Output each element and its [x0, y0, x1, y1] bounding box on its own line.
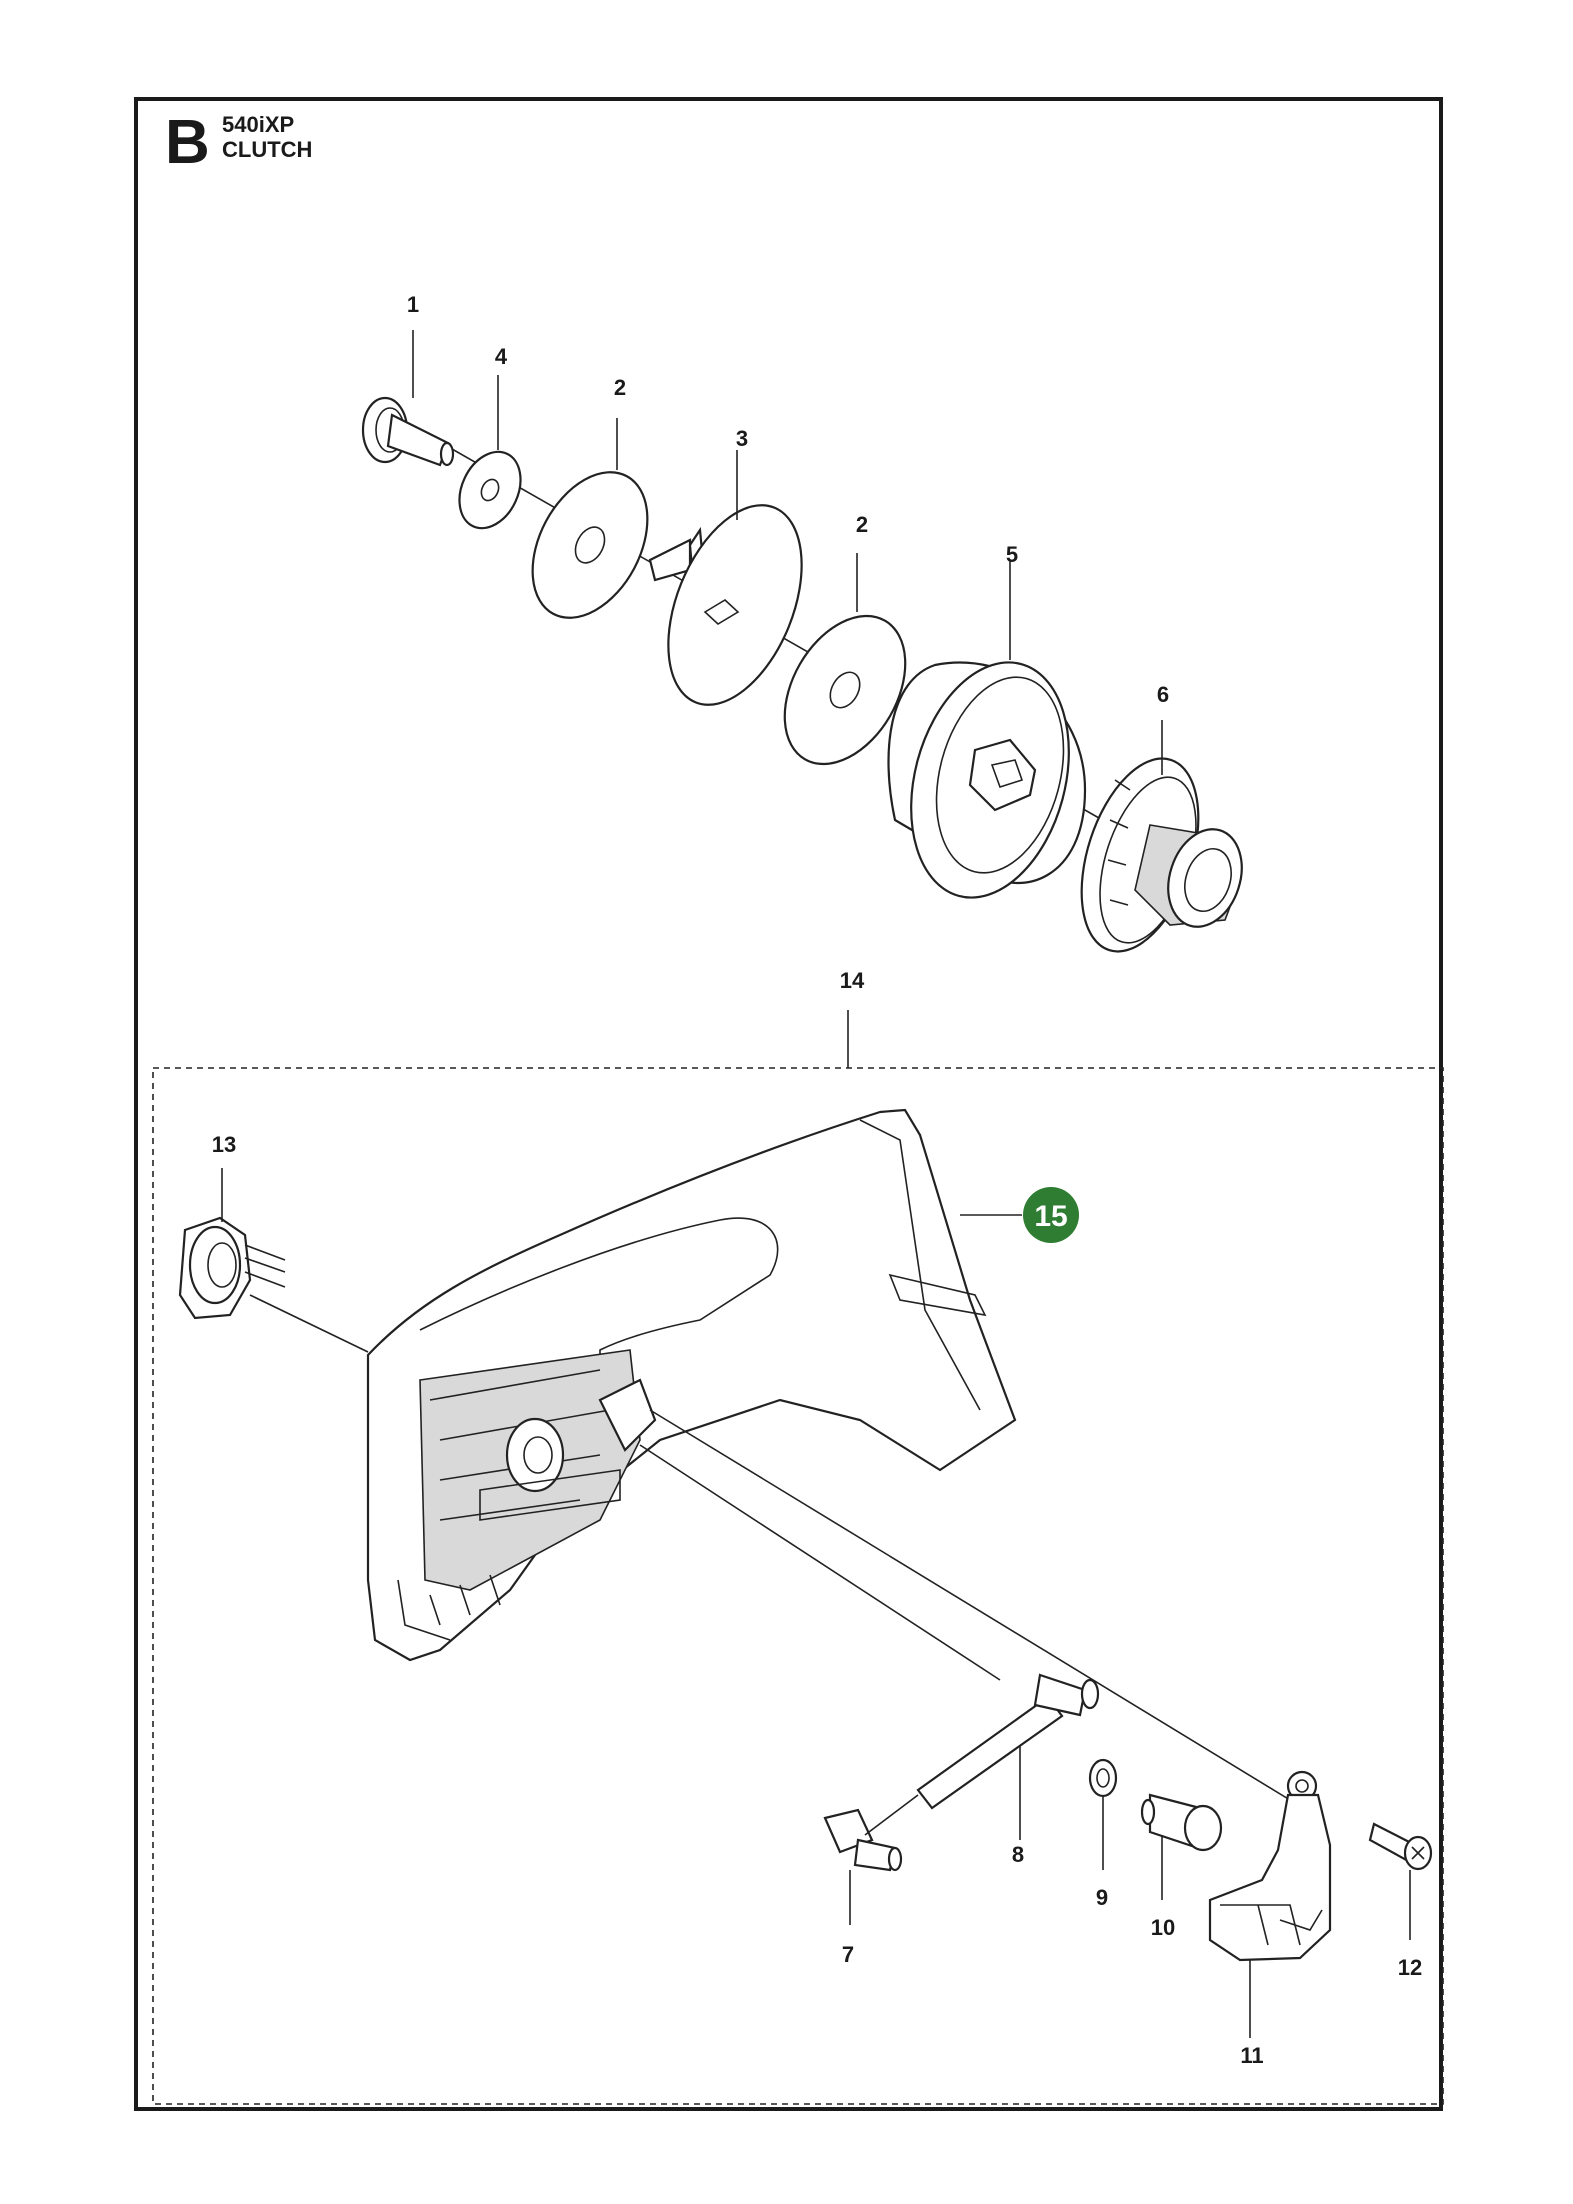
- part-10-pin: [1140, 1793, 1223, 1852]
- leader-cover-to-8: [639, 1444, 1001, 1681]
- callout-11: 11: [1240, 2043, 1263, 2068]
- callout-4: 4: [495, 344, 508, 369]
- part-1-bolt: [361, 396, 455, 467]
- callout-7: 7: [842, 1942, 854, 1967]
- part-8-tensioner-screw: [916, 1673, 1100, 1810]
- part-3-plate: [648, 504, 803, 706]
- callout-15-badge: 15: [1023, 1187, 1079, 1243]
- part-4-washer: [458, 450, 522, 530]
- callout-14: 14: [840, 968, 865, 993]
- callout-5: 5: [1006, 542, 1018, 567]
- leader-7-axis: [864, 1794, 919, 1836]
- leader-13-axis: [249, 1294, 369, 1353]
- kit-14-boundary: [152, 1067, 1444, 2105]
- part-6-clutch: [1080, 757, 1243, 953]
- callout-2a: 2: [614, 375, 626, 400]
- part-13-nut: [178, 1216, 286, 1320]
- callout-3: 3: [736, 426, 748, 451]
- part-2-washer-b: [783, 614, 907, 766]
- leader-cover-to-11: [649, 1409, 1291, 1801]
- callout-13: 13: [212, 1132, 236, 1157]
- callout-9: 9: [1096, 1885, 1108, 1910]
- callout-1: 1: [407, 292, 419, 317]
- part-7-nut: [823, 1808, 903, 1872]
- callout-10: 10: [1151, 1915, 1175, 1940]
- section-title: CLUTCH: [222, 137, 313, 163]
- callout-8: 8: [1012, 1842, 1024, 1867]
- diagram-title: 540iXP CLUTCH: [222, 112, 312, 163]
- part-11-chain-catcher: [1208, 1770, 1332, 1962]
- part-2-washer-a: [531, 471, 649, 619]
- section-letter: B: [165, 108, 210, 177]
- part-5-drum: [887, 661, 1087, 899]
- diagram-frame: [134, 97, 1443, 2111]
- part-12-screw: [1368, 1822, 1433, 1871]
- part-15-clutch-cover: [366, 1108, 1017, 1662]
- callout-12: 12: [1398, 1955, 1422, 1980]
- callout-6: 6: [1157, 682, 1169, 707]
- part-9-washer: [1088, 1758, 1118, 1798]
- callout-15: 15: [1034, 1200, 1067, 1233]
- callout-2b: 2: [856, 512, 868, 537]
- model-name: 540iXP: [222, 112, 295, 137]
